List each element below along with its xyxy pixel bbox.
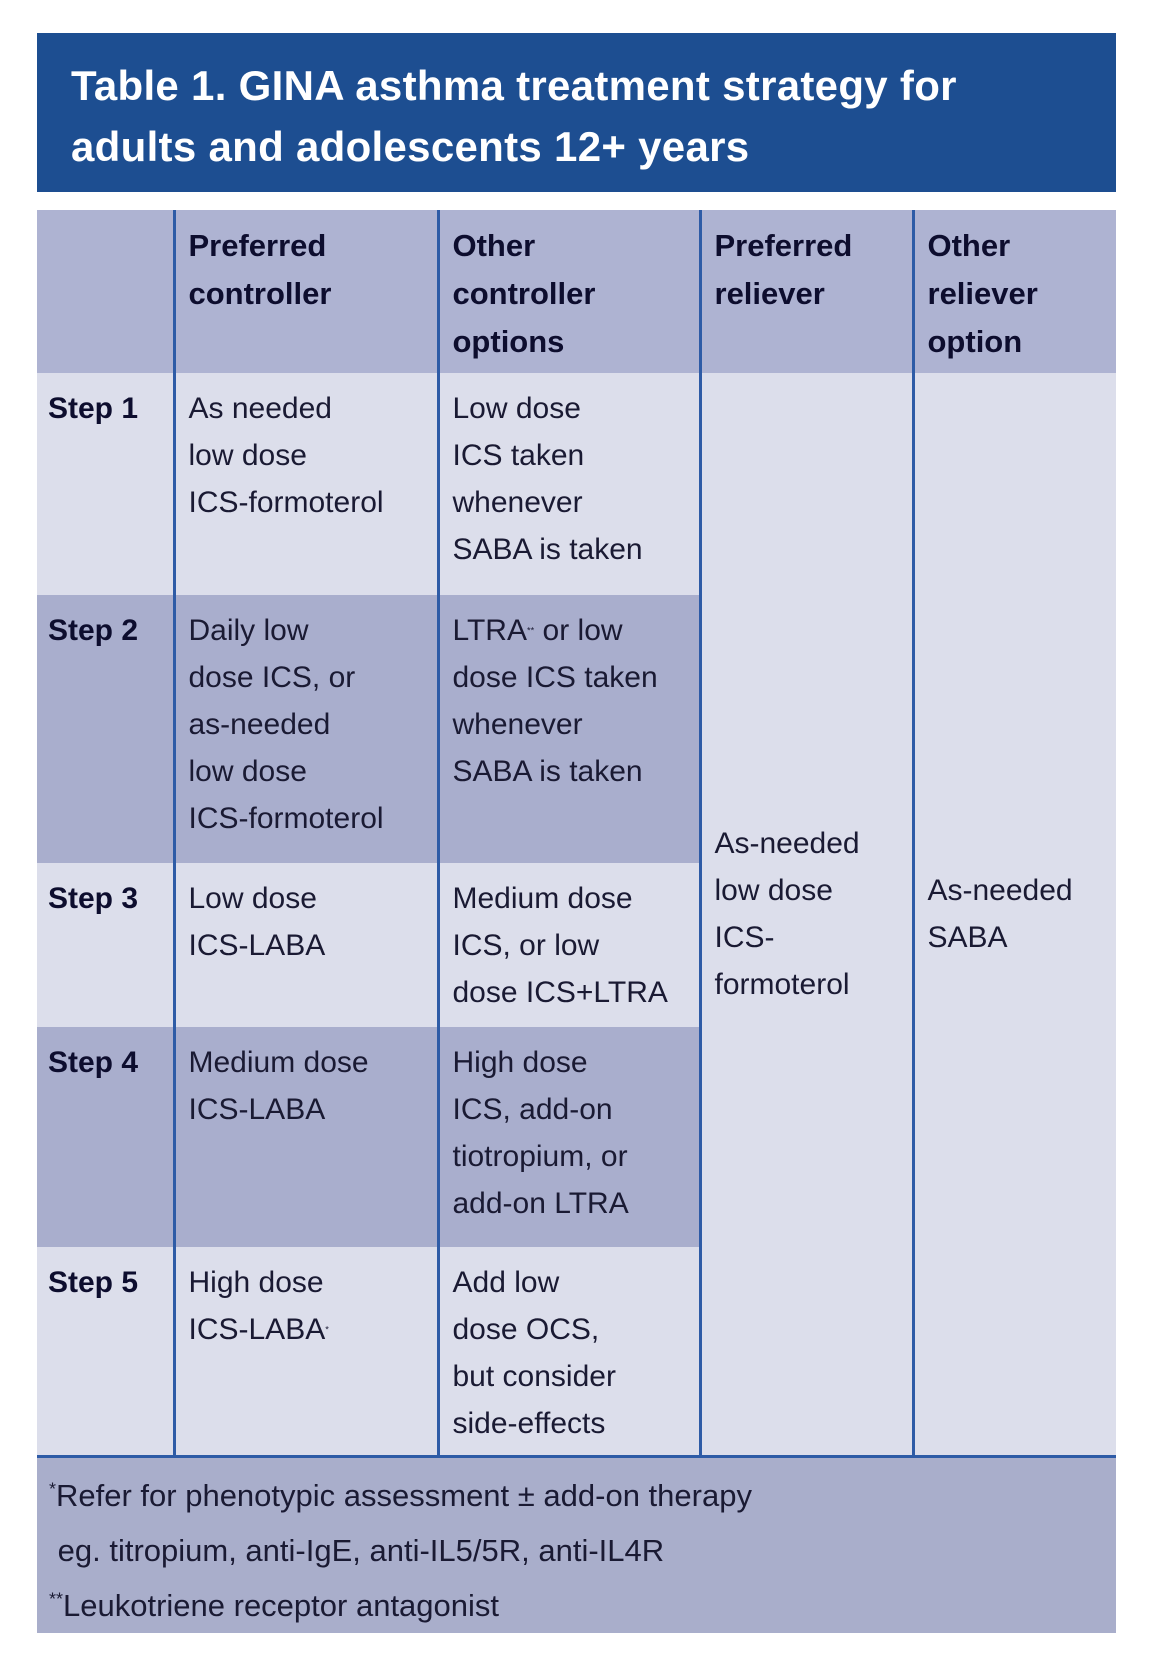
cell-step-4-preferred-controller: Medium dose ICS-LABA — [172, 1027, 438, 1247]
table-row-step-3: Step 3 Low dose ICS-LABA Medium dose ICS… — [37, 863, 1116, 1027]
cell-step-5-preferred-controller: High dose ICS-LABA* — [172, 1247, 438, 1456]
cell-step-4-label: Step 4 — [37, 1027, 174, 1247]
footnote-ltra: **Leukotriene receptor antagonist — [49, 1587, 500, 1623]
header-other-reliever-option: Other reliever option — [911, 210, 1116, 373]
header-preferred-controller-label: Preferred controller — [188, 228, 332, 311]
footnote-refer: *Refer for phenotypic assessment ± add-o… — [49, 1477, 752, 1513]
cell-step-3-other-controller: Medium dose ICS, or low dose ICS+LTRA — [436, 863, 700, 1027]
table-title: Table 1. GINA asthma treatment strategy … — [71, 62, 957, 170]
cell-step-2-other-controller: LTRA** or low dose ICS taken whenever SA… — [436, 595, 700, 863]
cell-other-reliever: As-needed SABA — [911, 373, 1116, 1456]
table-title-banner: Table 1. GINA asthma treatment strategy … — [37, 33, 1116, 192]
footnote-examples: eg. titropium, anti-IgE, anti-IL5/5R, an… — [49, 1532, 665, 1568]
header-row: Preferred controller Other controller op… — [37, 210, 1116, 373]
cell-step-3-preferred-controller: Low dose ICS-LABA — [172, 863, 438, 1027]
cell-step-2-label: Step 2 — [37, 595, 174, 863]
header-other-controller-options: Other controller options — [436, 210, 700, 373]
cell-step-1-preferred-controller: As needed low dose ICS-formoterol — [172, 373, 438, 595]
header-other-controller-options-label: Other controller options — [452, 228, 596, 359]
cell-step-2-preferred-controller: Daily low dose ICS, or as-needed low dos… — [172, 595, 438, 863]
table-row-step-2: Step 2 Daily low dose ICS, or as-needed … — [37, 595, 1116, 863]
gina-treatment-table: Preferred controller Other controller op… — [37, 210, 1116, 1633]
cell-step-3-label: Step 3 — [37, 863, 174, 1027]
cell-step-4-other-controller: High dose ICS, add-on tiotropium, or add… — [436, 1027, 700, 1247]
header-step-column — [37, 210, 174, 373]
header-preferred-reliever-label: Preferred reliever — [714, 228, 853, 311]
header-preferred-controller: Preferred controller — [172, 210, 438, 373]
table-row-step-5: Step 5 High dose ICS-LABA* Add low dose … — [37, 1247, 1116, 1456]
footnotes-cell: *Refer for phenotypic assessment ± add-o… — [37, 1454, 1116, 1633]
table-row-step-4: Step 4 Medium dose ICS-LABA High dose IC… — [37, 1027, 1116, 1247]
table-row-step-1: Step 1 As needed low dose ICS-formoterol… — [37, 373, 1116, 1456]
cell-step-5-label: Step 5 — [37, 1247, 174, 1456]
cell-step-5-other-controller: Add low dose OCS, but consider side-effe… — [436, 1247, 700, 1456]
footnotes-row: *Refer for phenotypic assessment ± add-o… — [37, 1454, 1116, 1633]
cell-preferred-reliever: As-needed low dose ICS- formoterol — [698, 373, 913, 1456]
header-other-reliever-option-label: Other reliever option — [927, 228, 1038, 359]
cell-step-1-label: Step 1 — [37, 373, 174, 595]
header-preferred-reliever: Preferred reliever — [698, 210, 913, 373]
cell-step-1-other-controller: Low dose ICS taken whenever SABA is take… — [436, 373, 700, 595]
